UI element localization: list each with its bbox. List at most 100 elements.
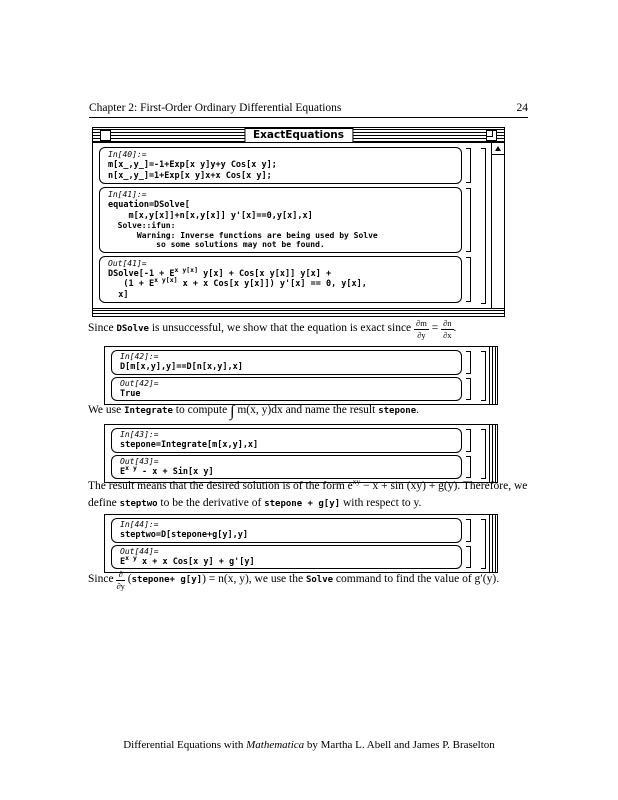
message-line: so some solutions may not be found. — [108, 240, 325, 249]
superscript: x y[x] — [174, 265, 199, 274]
output-text: E — [120, 466, 126, 477]
code-line: steptwo=D[stepone+g[y],y] — [120, 530, 248, 540]
cell-box: In[42]:= D[m[x,y],y]==D[n[x,y],x] — [111, 350, 462, 375]
cell-label: In[44]:= — [120, 520, 159, 529]
cell-box: In[40]:= m[x_,y_]=-1+Exp[x y]y+y Cos[x y… — [99, 147, 462, 184]
close-box-icon[interactable] — [100, 130, 111, 141]
cell-bracket[interactable] — [466, 377, 471, 400]
code-line: m[x_,y_]=-1+Exp[x y]y+y Cos[x y]; — [108, 160, 277, 170]
cell-area: In[44]:= steptwo=D[stepone+g[y],y] Out[4… — [105, 515, 489, 572]
zoom-box-inner — [487, 131, 493, 137]
vertical-scrollbar[interactable] — [491, 143, 504, 308]
cell-bracket[interactable] — [466, 429, 471, 452]
notebook-fragment-42: In[42]:= D[m[x,y],y]==D[n[x,y],x] Out[42… — [104, 346, 498, 405]
paragraph-text: to compute — [172, 404, 231, 416]
integral-sign: ∫ — [230, 403, 235, 420]
output-cell-43: Out[43]= Ex y - x + Sin[x y] — [111, 454, 475, 479]
cell-box: In[43]:= stepone=Integrate[m[x,y],x] — [111, 428, 462, 453]
body-paragraph-3: The result means that the desired soluti… — [88, 478, 543, 513]
cell-box: Out[44]= Ex y x + x Cos[x y] + g'[y] — [111, 544, 462, 569]
cell-label: Out[43]= — [120, 456, 159, 466]
footer-text: by Martha L. Abell and James P. Braselto… — [304, 739, 495, 751]
output-text: (1 + E — [108, 279, 155, 289]
paragraph-text: ( — [124, 573, 132, 585]
superscript: xy — [352, 477, 361, 487]
input-cell-40: In[40]:= m[x_,y_]=-1+Exp[x y]y+y Cos[x y… — [99, 147, 475, 184]
zoom-box-icon[interactable] — [486, 130, 497, 141]
output-line: Ex y x + x Cos[x y] + g'[y] — [120, 553, 455, 568]
chapter-title: Chapter 2: First-Order Ordinary Differen… — [89, 102, 342, 114]
cell-bracket[interactable] — [466, 545, 471, 568]
cell-label: In[43]:= — [120, 430, 159, 439]
footer-text: Differential Equations with — [123, 739, 247, 751]
output-text: - x + Sin[x y] — [136, 466, 214, 477]
window-titlebar[interactable]: ExactEquations — [93, 128, 504, 143]
output-line: True — [120, 388, 141, 399]
cell-label: In[40]:= — [108, 150, 147, 159]
header-rule — [89, 117, 528, 118]
code-line: m[x,y[x]]+n[x,y[x]] y'[x]==0,y[x],x] — [108, 210, 313, 221]
inline-code: stepone — [378, 406, 417, 416]
cell-label: In[42]:= — [120, 352, 159, 361]
output-text: E — [120, 556, 126, 567]
cell-bracket[interactable] — [466, 351, 471, 374]
output-text: y[x] + Cos[x y[x]] y[x] + — [198, 268, 332, 279]
paragraph-text: . — [416, 404, 419, 416]
output-line: x] — [108, 289, 129, 300]
scroll-up-arrow-icon[interactable] — [492, 143, 504, 155]
input-cell-42: In[42]:= D[m[x,y],y]==D[n[x,y],x] — [111, 350, 475, 375]
fraction-numerator: ∂ — [116, 570, 125, 581]
paragraph-text: = — [428, 322, 442, 334]
paragraph-text: m(x, y)dx and name the result — [234, 404, 379, 416]
inline-code: steptwo — [119, 499, 158, 509]
group-bracket[interactable] — [481, 351, 486, 401]
input-cell-43: In[43]:= stepone=Integrate[m[x,y],x] — [111, 428, 475, 453]
cell-area: In[42]:= D[m[x,y],y]==D[n[x,y],x] Out[42… — [105, 347, 489, 404]
window-edge — [489, 515, 497, 572]
group-bracket[interactable] — [481, 429, 486, 479]
fraction-denominator: ∂y — [417, 330, 426, 340]
input-cell-44: In[44]:= steptwo=D[stepone+g[y],y] — [111, 518, 475, 543]
cell-label: Out[41]= — [108, 258, 147, 268]
cell-box: In[44]:= steptwo=D[stepone+g[y],y] — [111, 518, 462, 543]
fraction-denominator: ∂y — [116, 581, 125, 591]
group-bracket[interactable] — [481, 519, 486, 569]
paragraph-text: ) = n(x, y), we use the — [202, 573, 306, 585]
code-line: stepone=Integrate[m[x,y],x] — [120, 440, 259, 450]
cell-bracket[interactable] — [466, 256, 471, 302]
footer-book-title: Mathematica — [246, 739, 305, 751]
paragraph-text: with respect to y. — [340, 497, 422, 509]
inline-code: stepone + g[y] — [264, 499, 341, 509]
output-line: (1 + Ex y[x] x + x Cos[x y[x]]) y'[x] ==… — [108, 276, 455, 290]
window-bottom-bar[interactable] — [93, 308, 504, 316]
cell-box: In[41]:= equation=DSolve[ m[x,y[x]]+n[x,… — [99, 187, 462, 253]
cell-bracket[interactable] — [466, 188, 471, 252]
paragraph-text: is unsuccessful, we show that the equati… — [148, 322, 415, 334]
cell-label: Out[44]= — [120, 546, 159, 556]
body-paragraph-4: Since ∂∂y (stepone+ g[y]) = n(x, y), we … — [88, 570, 578, 591]
fraction-denominator: ∂x — [443, 330, 452, 340]
code-line: equation=DSolve[ — [108, 200, 190, 210]
paragraph-text: − x + sin (xy) + g(y). Therefore, we def… — [88, 480, 528, 509]
paragraph-text: The result means that the desired soluti… — [88, 480, 353, 492]
code-line: n[x_,y_]=1+Exp[x y]x+x Cos[x y]; — [108, 170, 272, 181]
superscript: x y — [125, 553, 137, 562]
window-edge — [489, 425, 497, 482]
code-line: D[m[x,y],y]==D[n[x,y],x] — [120, 362, 243, 372]
cell-bracket[interactable] — [466, 455, 471, 478]
cell-label: In[41]:= — [108, 190, 147, 199]
superscript: x y[x] — [154, 276, 178, 285]
inline-code: Integrate — [124, 406, 173, 416]
notebook-window: ExactEquations In[40]:= m[x_,y_]=-1+Exp[… — [92, 127, 505, 317]
window-edge — [489, 347, 497, 404]
group-bracket[interactable] — [481, 148, 486, 304]
superscript: x y — [125, 463, 137, 472]
output-text: x + x Cos[x y[x]]) y'[x] == 0, y[x], — [177, 279, 367, 289]
cell-bracket[interactable] — [466, 519, 471, 542]
paragraph-text: Since — [88, 322, 117, 334]
notebook-fragment-43: In[43]:= stepone=Integrate[m[x,y],x] Out… — [104, 424, 498, 483]
cell-area: In[40]:= m[x_,y_]=-1+Exp[x y]y+y Cos[x y… — [93, 143, 491, 308]
input-cell-41: In[41]:= equation=DSolve[ m[x,y[x]]+n[x,… — [99, 187, 475, 253]
cell-bracket[interactable] — [466, 148, 471, 183]
